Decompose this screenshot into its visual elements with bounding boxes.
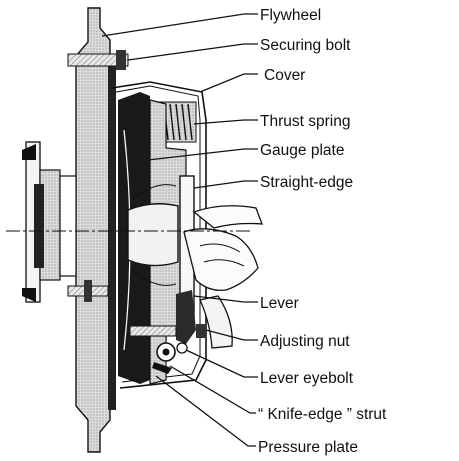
flywheel-section — [75, 7, 111, 453]
flywheel-face — [108, 60, 116, 410]
leader-straight-edge — [193, 180, 258, 189]
leader-securing-bolt — [127, 43, 258, 61]
leader-adjusting-nut — [205, 329, 258, 341]
cover-part — [111, 81, 207, 389]
leader-gauge-plate — [147, 148, 258, 161]
label-adjusting-nut: Adjusting nut — [260, 333, 350, 350]
label-cover: Cover — [264, 67, 305, 84]
hand-illustration — [183, 205, 263, 349]
shaft-hub — [22, 141, 77, 303]
label-lever: Lever — [260, 295, 299, 312]
cross-section-drawing — [6, 7, 263, 453]
gauge-plate-part — [127, 203, 179, 267]
callout-labels: Flywheel Securing bolt Cover Thrust spri… — [258, 7, 387, 456]
label-lever-eyebolt: Lever eyebolt — [260, 370, 354, 387]
adjusting-nut-part — [129, 324, 206, 338]
label-thrust-spring: Thrust spring — [260, 113, 350, 130]
leader-thrust-spring — [193, 119, 258, 125]
securing-bolt-part — [67, 50, 129, 70]
leader-lever-eyebolt — [185, 349, 258, 378]
label-flywheel: Flywheel — [260, 7, 321, 24]
leader-knife-edge-strut — [169, 365, 256, 414]
leader-cover — [199, 73, 258, 93]
label-straight-edge: Straight-edge — [260, 174, 353, 191]
label-gauge-plate: Gauge plate — [260, 142, 344, 159]
lever-eyebolt-part — [156, 342, 188, 362]
knife-edge-strut-part — [152, 362, 172, 374]
label-pressure-plate: Pressure plate — [258, 439, 358, 456]
lower-bolt-part — [67, 280, 109, 302]
label-securing-bolt: Securing bolt — [260, 37, 351, 54]
leader-lines — [101, 13, 258, 447]
leader-lever — [193, 295, 258, 303]
label-knife-edge-strut: “ Knife-edge ” strut — [258, 406, 387, 423]
leader-flywheel — [101, 13, 258, 37]
lever-part — [176, 290, 196, 344]
leader-pressure-plate — [155, 375, 256, 447]
